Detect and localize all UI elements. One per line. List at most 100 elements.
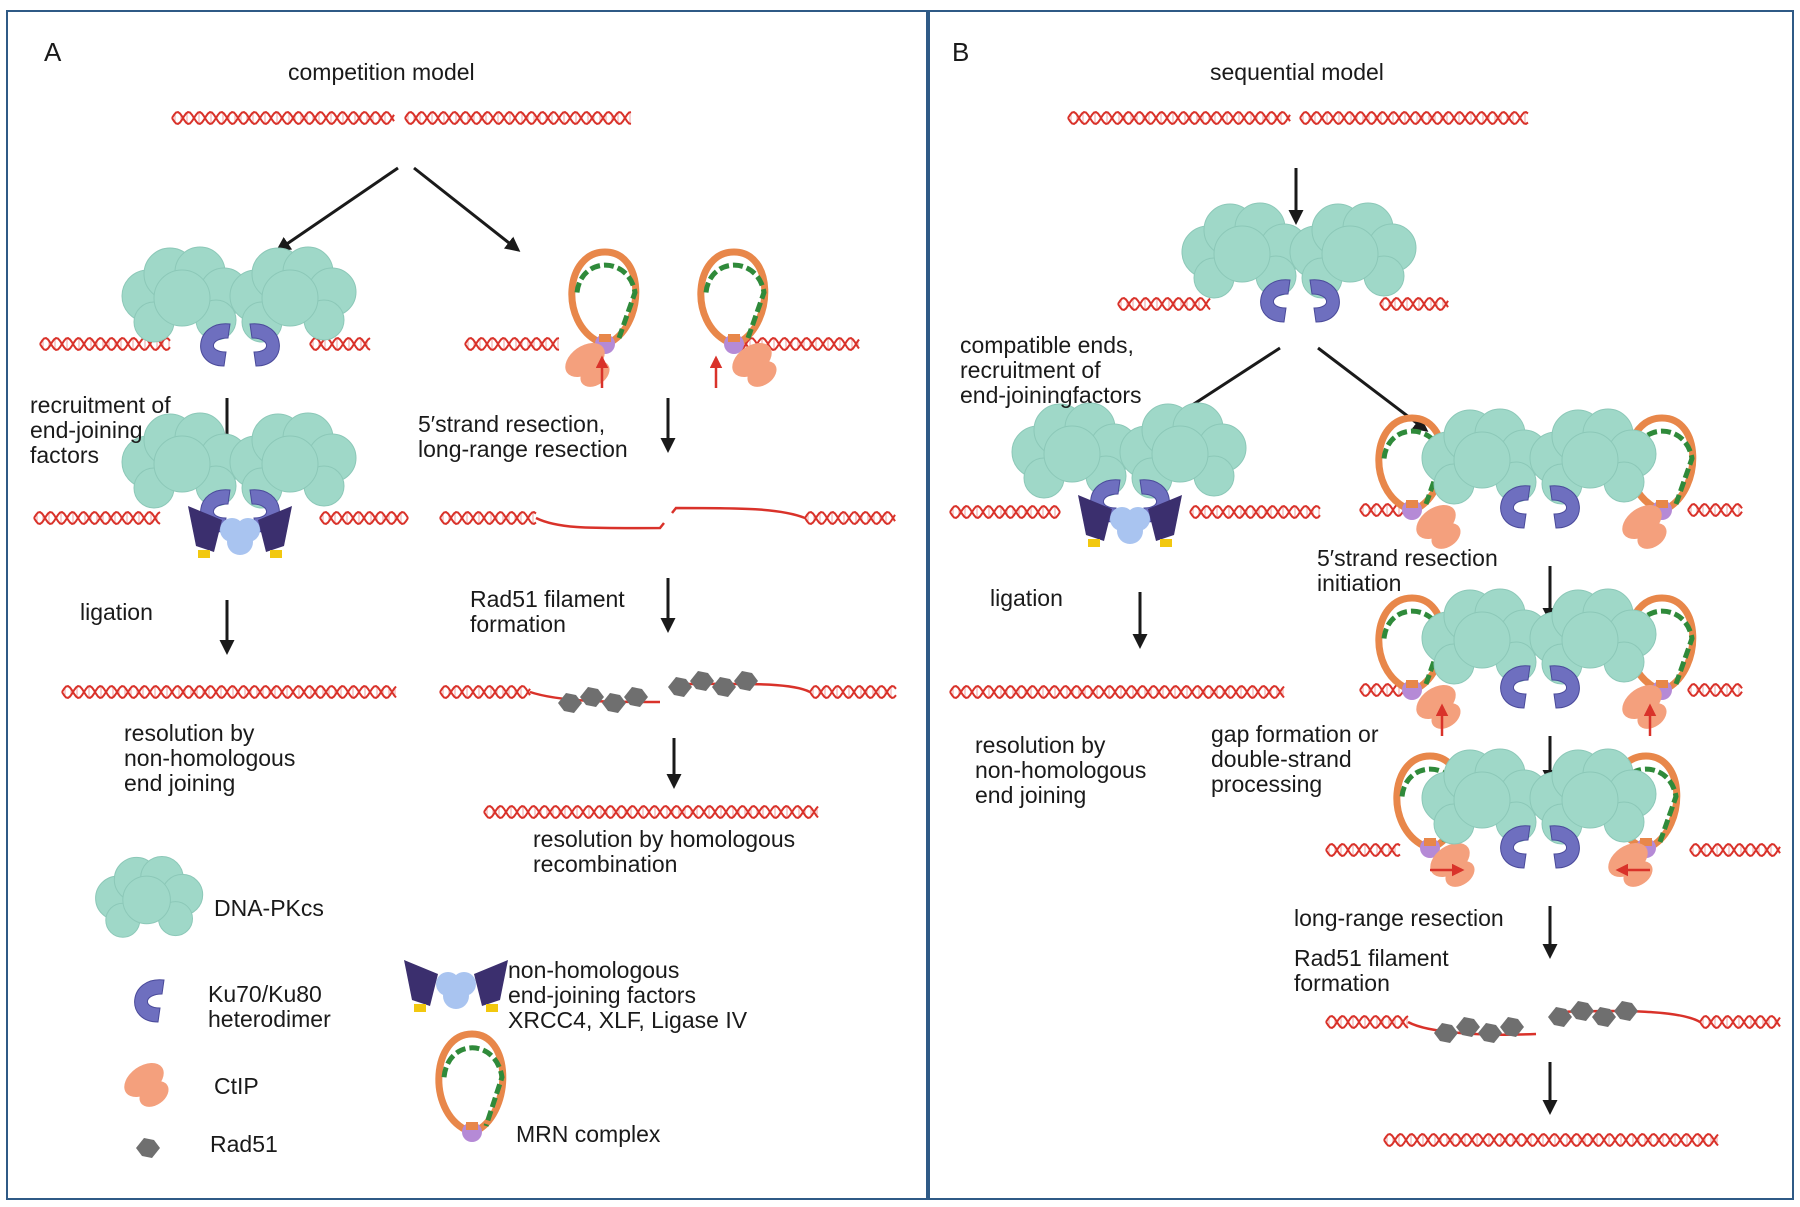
dna-end [1189,505,1321,519]
dna-ligated [949,685,1285,699]
nhej-factors-bound [1078,495,1182,547]
legend-mrn-label: MRN complex [516,1121,661,1147]
ku-heterodimer [1549,665,1580,709]
ku-heterodimer [1309,279,1340,323]
rad51 [1570,1001,1594,1021]
step-long-range: long-range resection [1294,905,1504,931]
arrow-to-hr [413,166,521,252]
rad51 [690,671,714,691]
ku-heterodimer [1549,825,1580,869]
ctip [1622,504,1667,549]
dna-repaired-hr [483,805,819,819]
dna-end [1117,297,1211,311]
dna-end [804,511,896,525]
dnapkcs [229,412,357,509]
step-ligation-a: ligation [80,599,153,625]
rad51 [1500,1017,1524,1037]
dna-end [1379,297,1449,311]
rad51 [558,693,582,713]
step-nhej-resolution-a: resolution by non-homologous end joining [124,720,296,796]
dna-end [309,337,371,351]
mrn-complex [697,248,769,354]
arrow-to-nhej [275,166,399,252]
legend-ku-label: Ku70/Ku80 heterodimer [208,981,331,1032]
legend-ctip-label: CtIP [214,1073,259,1099]
step-rad51-b: Rad51 filament formation [1294,945,1449,996]
rad51 [1614,1001,1638,1021]
step-nhej-resolution-b: resolution by non-homologous end joining [975,732,1147,808]
dnapkcs [1529,588,1657,685]
dna-intact-a [171,111,395,125]
dna-repaired-b [1383,1133,1719,1147]
rad51 [624,687,648,707]
dna-intact-a [404,111,632,125]
dna-end [439,511,537,525]
step-rad51-a: Rad51 filament formation [470,586,625,637]
dna-end [319,511,409,525]
ku-heterodimer [200,323,231,367]
rad51 [580,687,604,707]
panel-a-title: competition model [288,59,475,85]
dnapkcs [1289,202,1417,299]
step-initiation: 5′strand resection initiation [1317,545,1498,596]
dna-intact-b [1067,111,1291,125]
dna-end [1325,1015,1409,1029]
ku-heterodimer [1500,825,1531,869]
legend-rad51-label: Rad51 [210,1131,278,1157]
panel-b-letter: B [952,37,970,67]
legend-ku-icon [134,979,165,1023]
dna-ligated [61,685,397,699]
dnapkcs [229,246,357,343]
step-resection: 5′strand resection, long-range resection [418,411,628,462]
legend-ctip-icon [124,1062,169,1107]
step-gap: gap formation or double-strand processin… [1211,721,1379,797]
dna-end [809,685,897,699]
legend-rad51-icon [136,1138,160,1158]
panel-a-letter: A [44,37,62,67]
rad51 [1592,1007,1616,1027]
legend-mrn-icon [435,1030,507,1142]
dna-end [464,337,560,351]
panel-b-title: sequential model [1210,59,1384,85]
ku-heterodimer [1549,485,1580,529]
ssdna-3prime [671,506,806,520]
step-compatible: compatible ends, recruitment of end-join… [960,332,1142,408]
rad51 [602,693,626,713]
dna-end [33,511,161,525]
dnapkcs [1421,408,1549,505]
dnapkcs [1119,402,1247,499]
legend-nhej-factors-icon [404,960,508,1012]
ku-heterodimer [1500,485,1531,529]
step-ligation-b: ligation [990,585,1063,611]
rad51 [1456,1017,1480,1037]
rad51 [1434,1023,1458,1043]
step-nhej-recruit: recruitment of end-joining factors [30,392,171,468]
nhej-factors-bound [188,506,292,558]
dna-intact-b [1299,111,1529,125]
dna-end [1699,1015,1781,1029]
dnapkcs [1529,408,1657,505]
legend-dnapkcs-icon [95,856,204,938]
mrn-complex [568,248,640,354]
rad51 [668,677,692,697]
dna-end [1325,843,1401,857]
dnapkcs [121,246,249,343]
rad51 [734,671,758,691]
dnapkcs [1529,748,1657,845]
ctip [1416,504,1461,549]
legend-dnapkcs-label: DNA-PKcs [214,895,324,921]
dna-end [439,685,531,699]
ku-heterodimer [1260,279,1291,323]
rad51 [1478,1023,1502,1043]
ku-heterodimer [249,323,280,367]
ctip [732,342,777,387]
dna-end [1687,683,1743,697]
ku-heterodimer [1500,665,1531,709]
rad51 [712,677,736,697]
dnapkcs [1421,588,1549,685]
step-hr-resolution: resolution by homologous recombination [533,826,796,877]
dna-end [1687,503,1743,517]
dna-end [949,505,1061,519]
rad51 [1548,1007,1572,1027]
